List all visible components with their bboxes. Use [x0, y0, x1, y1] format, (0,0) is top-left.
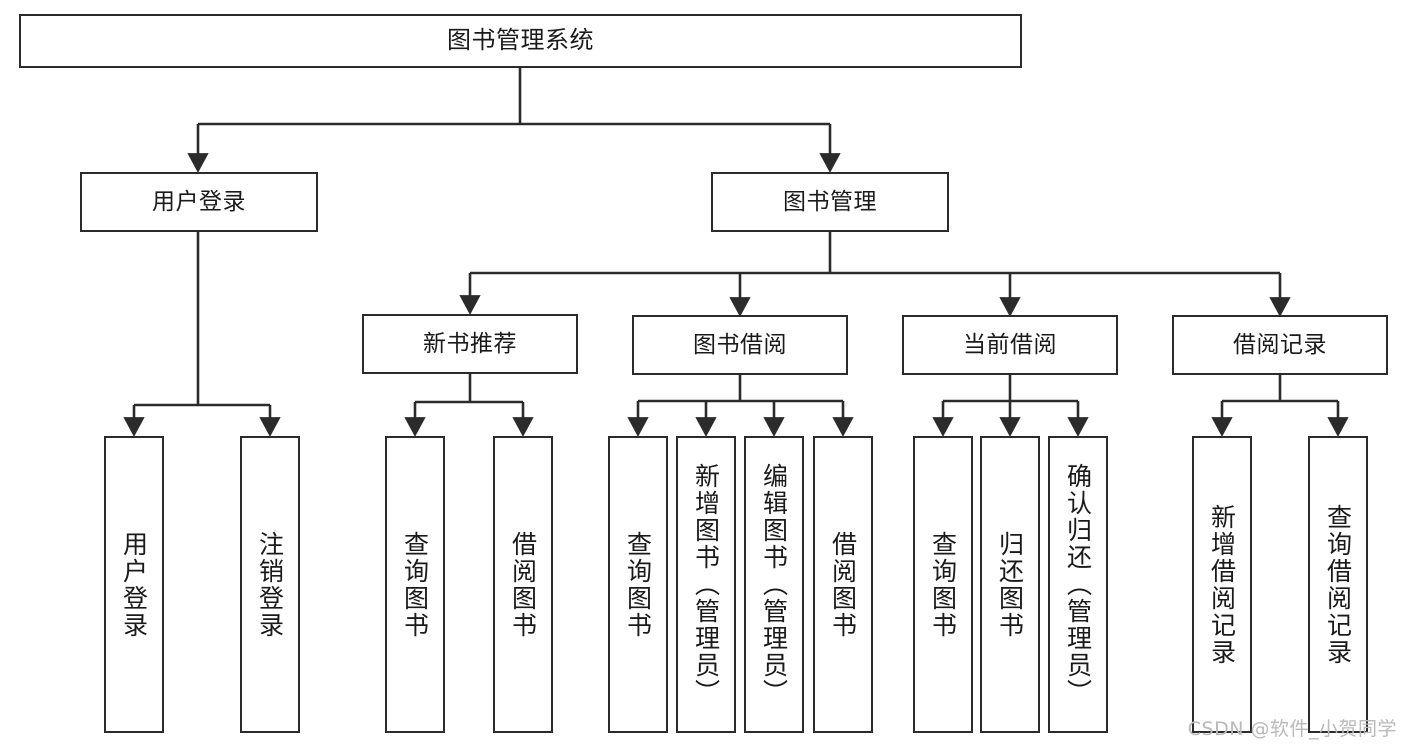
node-label: 查询图书 [928, 530, 958, 639]
node-user-login[interactable]: 用户登录 [80, 172, 318, 232]
leaf-record-add-record[interactable]: 新增借阅记录 [1192, 436, 1252, 733]
node-label: 注销登录 [255, 530, 285, 639]
node-label: 查询图书 [623, 530, 653, 639]
node-label: 图书借阅 [693, 331, 787, 358]
node-label: 编辑图书（管理员） [759, 463, 789, 706]
node-label: 新增图书（管理员） [691, 463, 721, 706]
node-label: 查询图书 [400, 530, 430, 639]
node-label: 借阅图书 [828, 530, 858, 639]
leaf-newbook-query-book[interactable]: 查询图书 [385, 436, 445, 733]
leaf-borrow-query-book[interactable]: 查询图书 [608, 436, 668, 733]
node-book-borrowing[interactable]: 图书借阅 [632, 315, 848, 375]
leaf-logout[interactable]: 注销登录 [240, 436, 300, 733]
leaf-record-query-record[interactable]: 查询借阅记录 [1308, 436, 1368, 733]
leaf-borrow-lend-book[interactable]: 借阅图书 [813, 436, 873, 733]
watermark-text: CSDN @软件_小贺同学 [1187, 718, 1397, 740]
node-label: 图书管理 [783, 188, 877, 215]
leaf-borrow-edit-book-admin[interactable]: 编辑图书（管理员） [744, 436, 804, 733]
node-label: 用户登录 [119, 530, 149, 639]
leaf-current-query-book[interactable]: 查询图书 [913, 436, 973, 733]
leaf-current-return-book[interactable]: 归还图书 [980, 436, 1040, 733]
node-label: 确认归还（管理员） [1063, 463, 1093, 706]
leaf-newbook-borrow-book[interactable]: 借阅图书 [493, 436, 553, 733]
node-label: 新增借阅记录 [1207, 503, 1237, 666]
node-label: 当前借阅 [963, 331, 1057, 358]
node-borrowing-record[interactable]: 借阅记录 [1172, 315, 1388, 375]
node-label: 图书管理系统 [447, 26, 594, 55]
node-label: 借阅图书 [508, 530, 538, 639]
node-label: 归还图书 [995, 530, 1025, 639]
node-new-book-recommendation[interactable]: 新书推荐 [362, 314, 578, 374]
node-root-book-management-system[interactable]: 图书管理系统 [19, 14, 1022, 68]
leaf-user-login[interactable]: 用户登录 [104, 436, 164, 733]
leaf-current-confirm-return-admin[interactable]: 确认归还（管理员） [1048, 436, 1108, 733]
node-label: 用户登录 [152, 188, 246, 215]
node-label: 借阅记录 [1233, 331, 1327, 358]
node-current-borrowing[interactable]: 当前借阅 [902, 315, 1118, 375]
node-label: 新书推荐 [423, 330, 517, 357]
leaf-borrow-add-book-admin[interactable]: 新增图书（管理员） [676, 436, 736, 733]
node-label: 查询借阅记录 [1323, 503, 1353, 666]
node-book-management[interactable]: 图书管理 [711, 172, 949, 232]
